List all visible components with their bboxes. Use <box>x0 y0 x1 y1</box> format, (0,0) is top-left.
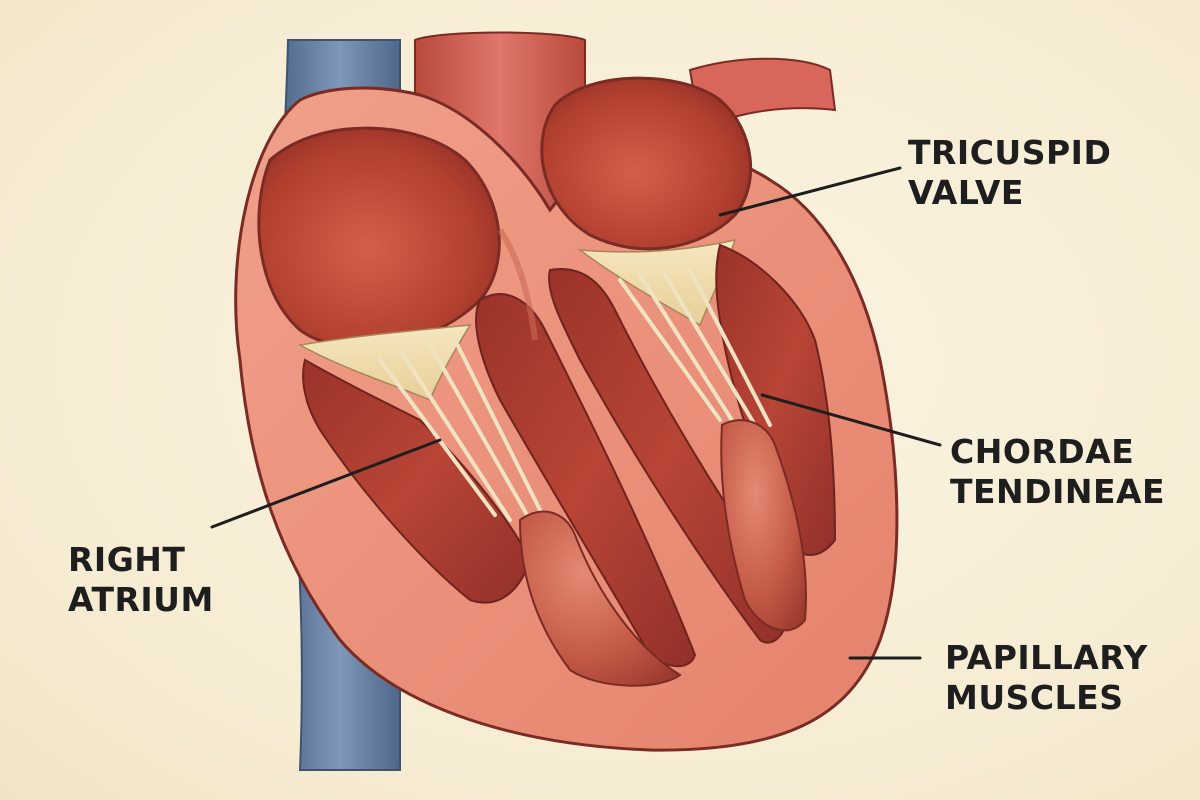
chordae-tendineae-label-line1: CHORDAE <box>950 432 1135 471</box>
chordae-tendineae-label-line2: TENDINEAE <box>950 472 1166 511</box>
papillary-muscles-label: PAPILLARY MUSCLES <box>945 638 1148 718</box>
left-valve-leaflet <box>297 324 472 401</box>
tricuspid-valve-label-line1: TRICUSPID <box>908 133 1112 172</box>
left-papillary-muscle <box>518 510 682 687</box>
left-ventricle-chamber-a <box>302 358 532 604</box>
left-ventricle-chamber-b <box>475 293 697 668</box>
upper-right-chamber <box>540 76 753 251</box>
right-papillary-muscle <box>720 419 807 632</box>
right-atrium-label: RIGHT ATRIUM <box>68 540 214 620</box>
papillary-muscles-label-line2: MUSCLES <box>945 678 1124 717</box>
right-atrium-leader-line <box>210 438 442 529</box>
tricuspid-valve-label: TRICUSPID VALVE <box>908 133 1111 213</box>
right-chordae <box>618 268 772 427</box>
chordae-tendineae-label: CHORDAE TENDINEAE <box>950 432 1165 512</box>
tricuspid-valve-label-line2: VALVE <box>908 173 1024 212</box>
right-ventricle-chamber-a <box>548 268 792 644</box>
left-chordae <box>378 338 547 522</box>
septum <box>497 228 538 341</box>
right-atrium-label-line1: RIGHT <box>68 540 186 579</box>
right-atrium-label-line2: ATRIUM <box>68 580 214 619</box>
right-atrium-chamber <box>257 126 501 349</box>
papillary-muscles-label-line1: PAPILLARY <box>945 638 1148 677</box>
tricuspid-leader-line <box>718 166 902 217</box>
chordae-leader-line <box>760 393 942 447</box>
